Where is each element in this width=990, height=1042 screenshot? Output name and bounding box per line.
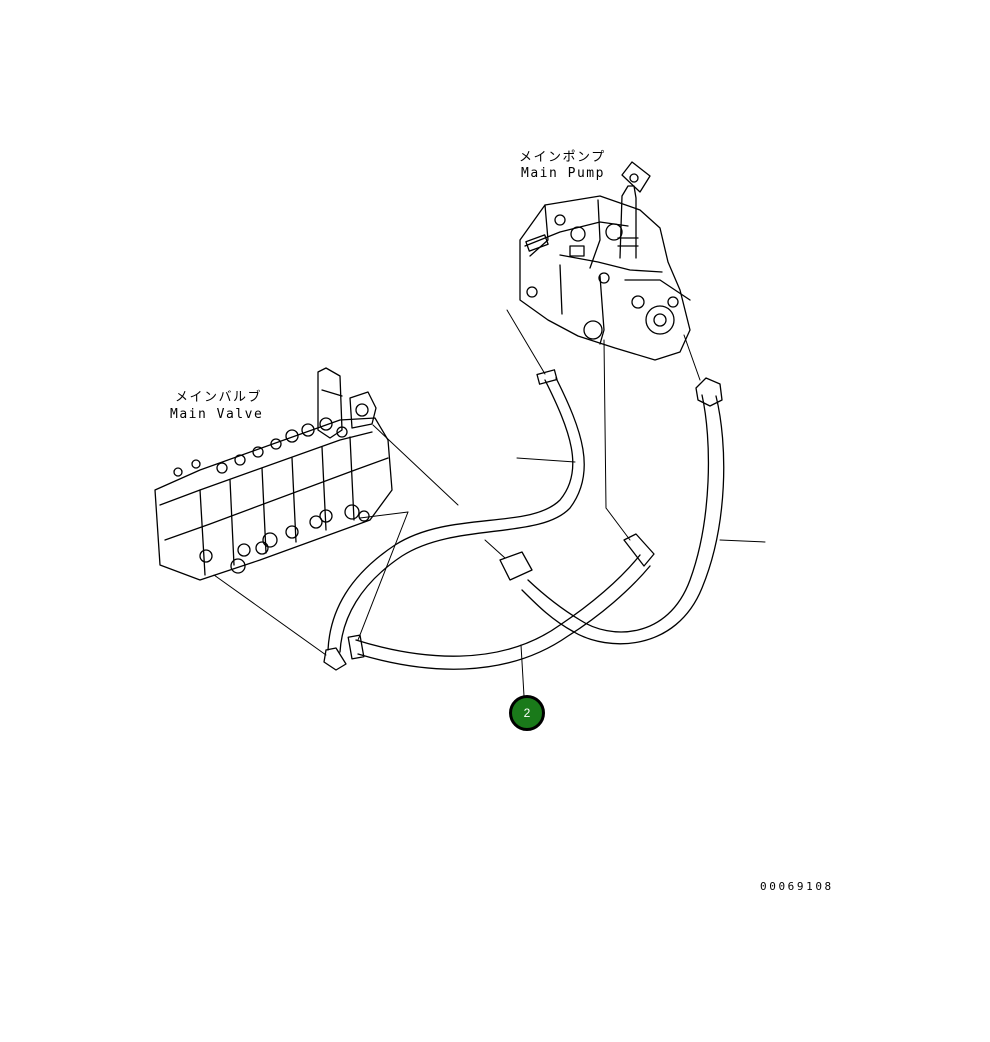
part-callout-2[interactable]: 2	[509, 695, 545, 731]
main-valve-illustration	[154, 367, 393, 581]
hose-from-pump-lower	[499, 377, 725, 645]
main-pump-label-jp: メインポンプ	[519, 150, 606, 165]
main-pump-label-en: Main Pump	[521, 166, 605, 181]
main-pump-illustration	[519, 161, 691, 361]
main-valve-label-jp: メインバルブ	[175, 390, 263, 405]
hose-part-2	[347, 533, 655, 670]
hose-from-pump-upper	[323, 369, 585, 671]
main-valve-label-en: Main Valve	[170, 407, 264, 422]
leader-lines	[213, 309, 766, 697]
drawing-number: 00069108	[760, 880, 834, 893]
part-callout-number: 2	[523, 706, 531, 720]
